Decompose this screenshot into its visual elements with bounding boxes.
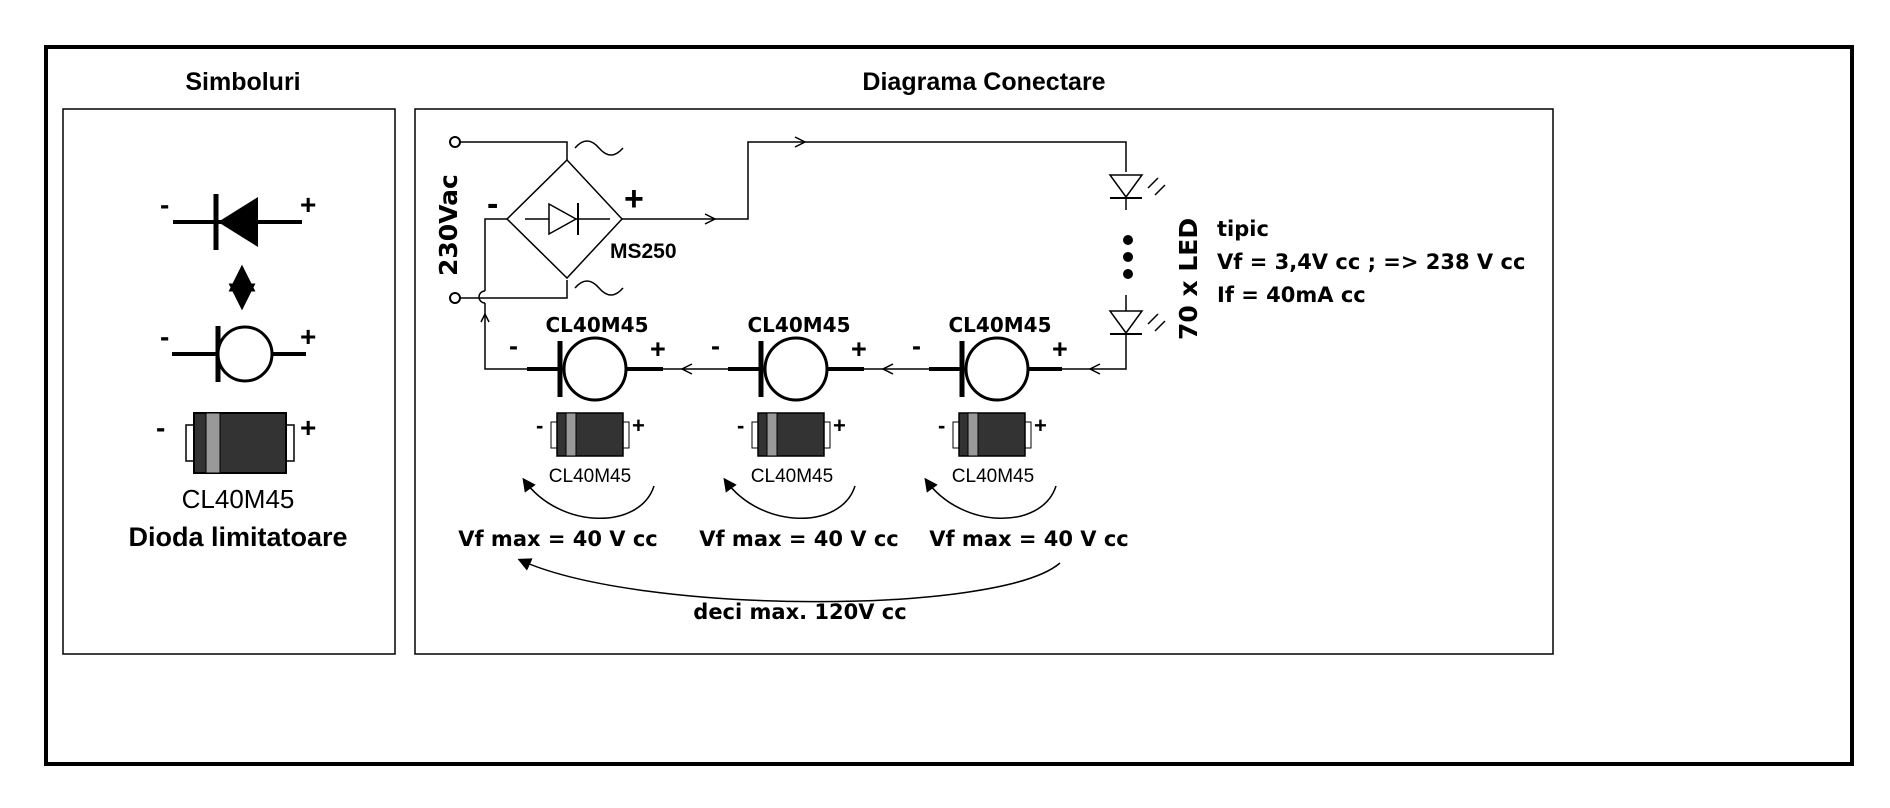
cld-plus-sign: + bbox=[300, 321, 316, 352]
diode-label: CL40M45 bbox=[748, 313, 851, 337]
package-label: CL40M45 bbox=[751, 466, 833, 487]
input-voltage-label: 230Vac bbox=[434, 174, 463, 276]
package-minus-sign: - bbox=[536, 413, 543, 438]
package-minus-sign: - bbox=[156, 412, 165, 443]
package-label: CL40M45 bbox=[952, 466, 1034, 487]
symbols-title: Simboluri bbox=[185, 68, 300, 96]
bridge-name-label: MS250 bbox=[610, 240, 677, 263]
voltage-drop-arrow bbox=[723, 477, 856, 519]
bridge-minus-sign: - bbox=[487, 185, 498, 223]
return-wire bbox=[478, 218, 527, 370]
package-label: CL40M45 bbox=[549, 466, 631, 487]
outer-frame bbox=[44, 45, 1854, 766]
ac-input-terminals bbox=[449, 136, 568, 304]
diagram-title: Diagrama Conectare bbox=[862, 68, 1105, 96]
led-note-line1: tipic bbox=[1217, 217, 1269, 241]
diode-minus-sign: - bbox=[912, 331, 921, 361]
package-minus-sign: - bbox=[938, 413, 945, 438]
package-plus-sign: + bbox=[300, 412, 316, 443]
symbols-part-name: CL40M45 bbox=[182, 484, 295, 514]
symbols-panel bbox=[62, 108, 396, 655]
symbols-caption: Dioda limitatoare bbox=[128, 522, 347, 552]
diode-label: CL40M45 bbox=[546, 313, 649, 337]
diode-package-icon bbox=[952, 412, 1032, 457]
led-string bbox=[1062, 174, 1166, 375]
current-limiting-diode-symbol bbox=[172, 325, 306, 383]
diode-package-icon bbox=[550, 412, 630, 457]
positive-rail-wire bbox=[622, 136, 1127, 225]
current-limiting-diode bbox=[527, 336, 663, 402]
total-label: deci max. 120V cc bbox=[693, 600, 906, 624]
package-plus-sign: + bbox=[1034, 413, 1047, 438]
diode-plus-sign: + bbox=[851, 334, 867, 364]
bridge-rectifier bbox=[505, 140, 624, 296]
diode-minus-sign: - bbox=[711, 331, 720, 361]
current-limiting-diode bbox=[728, 336, 864, 402]
diode-vf-label: Vf max = 40 V cc bbox=[458, 527, 658, 551]
diode-plus-sign: + bbox=[300, 189, 316, 220]
diode-package-icon bbox=[751, 412, 831, 457]
current-limiting-diode bbox=[929, 336, 1062, 402]
diode-minus-sign: - bbox=[509, 331, 518, 361]
diode-symbol bbox=[173, 194, 302, 250]
diode-vf-label: Vf max = 40 V cc bbox=[929, 527, 1129, 551]
diode-plus-sign: + bbox=[650, 334, 666, 364]
diode-label: CL40M45 bbox=[949, 313, 1052, 337]
cld-package-icon bbox=[185, 412, 295, 474]
voltage-drop-arrow bbox=[522, 477, 655, 519]
led-note-line2: Vf = 3,4V cc ; => 238 V cc bbox=[1217, 250, 1525, 274]
package-plus-sign: + bbox=[632, 413, 645, 438]
led-count-label: 70 x LED bbox=[1174, 218, 1203, 340]
diode-plus-sign: + bbox=[1052, 334, 1068, 364]
diode-minus-sign: - bbox=[160, 189, 169, 220]
package-minus-sign: - bbox=[737, 413, 744, 438]
cld-minus-sign: - bbox=[160, 321, 169, 352]
total-drop-arrow bbox=[517, 558, 1061, 603]
package-plus-sign: + bbox=[833, 413, 846, 438]
diagram-panel bbox=[414, 108, 1554, 655]
led-note-line3: If = 40mA cc bbox=[1217, 283, 1366, 307]
bridge-plus-sign: + bbox=[624, 180, 644, 218]
diode-chain-wires bbox=[663, 363, 929, 375]
diode-vf-label: Vf max = 40 V cc bbox=[699, 527, 899, 551]
voltage-drop-arrow bbox=[924, 477, 1057, 519]
